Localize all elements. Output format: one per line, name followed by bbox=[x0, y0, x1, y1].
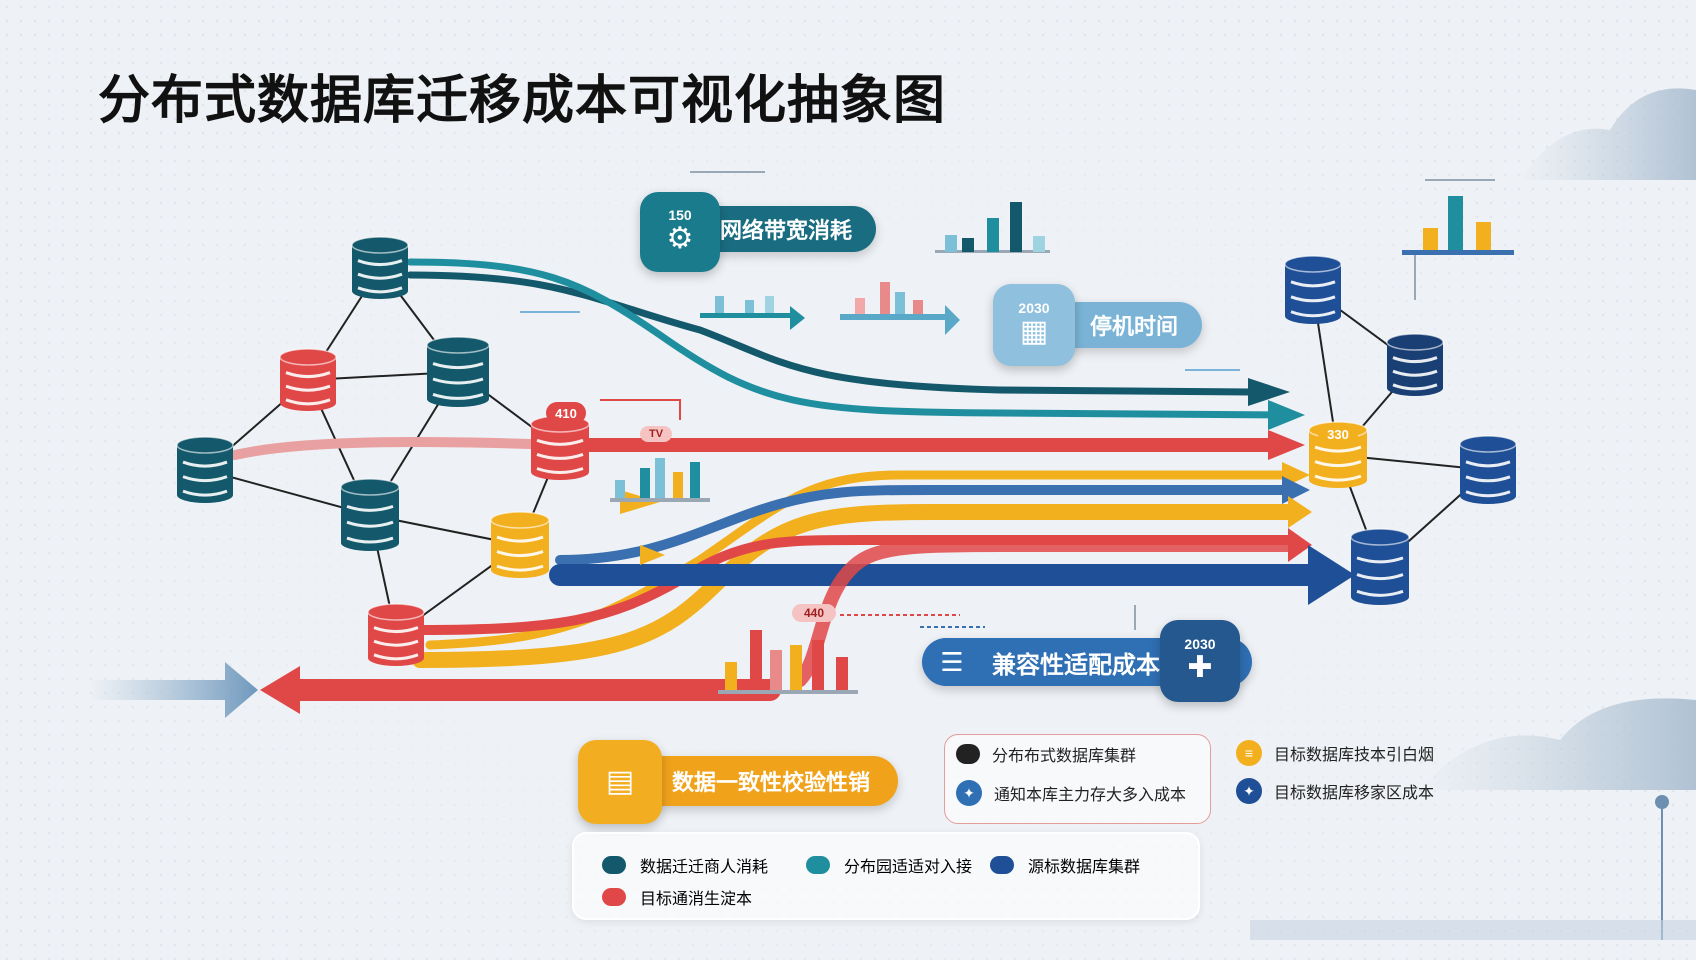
node-badge-gold-hub-text: 330 bbox=[1327, 426, 1349, 442]
db-source-5 bbox=[340, 478, 400, 551]
cost-label-compat-text: 兼容性适配成本 bbox=[992, 651, 1160, 679]
legend-bottom-item-3: 目标通消生淀本 bbox=[602, 885, 752, 909]
gear-icon: ✦ bbox=[1236, 778, 1262, 804]
legend-bottom-label-3: 目标通消生淀本 bbox=[640, 891, 753, 908]
db-source-4 bbox=[176, 436, 234, 503]
db-source-2 bbox=[279, 348, 337, 411]
network-badge: 150 bbox=[668, 207, 692, 223]
compat-left-icon: ☰ bbox=[928, 638, 976, 686]
flow-yellow-top bbox=[425, 470, 1290, 650]
left-decor-arrow bbox=[90, 662, 258, 718]
node-badge-bottom-chart: 440 bbox=[792, 604, 836, 622]
flow-red-top bbox=[230, 437, 1275, 460]
gear-icon: ✦ bbox=[956, 780, 982, 806]
db-target-2 bbox=[1386, 333, 1444, 396]
document-icon: ▤ bbox=[578, 740, 662, 824]
legend-bottom-item-1: 分布园适适对入接 bbox=[806, 853, 972, 877]
right-pin-dot bbox=[1655, 795, 1669, 809]
legend-bottom-swatch-2 bbox=[990, 856, 1014, 874]
cloud-bottom-right bbox=[1420, 698, 1696, 790]
page-title: 分布式数据库迁移成本可视化抽象图 bbox=[98, 72, 947, 130]
database-icon bbox=[956, 744, 980, 764]
legend-bottom-label-0: 数据迁迁商人消耗 bbox=[640, 859, 769, 876]
legend-right-label-2: 通知本库主力存大多入成本 bbox=[994, 787, 1187, 804]
network-icon: 150 ⚙ bbox=[640, 192, 720, 272]
mini-bar-chart-flow-a bbox=[700, 296, 805, 330]
db-target-1 bbox=[1284, 255, 1342, 324]
downtime-badge: 2030 bbox=[1018, 300, 1050, 316]
legend-right-item-1: ≡ 目标数据库技本引白烟 bbox=[1236, 740, 1434, 766]
legend-bottom-box bbox=[572, 832, 1200, 920]
calendar-icon: 2030 ▦ bbox=[993, 284, 1075, 366]
legend-right-label-3: 目标数据库移家区成本 bbox=[1274, 785, 1435, 802]
mini-bar-chart-mid bbox=[610, 458, 710, 502]
node-badge-red-hub-text: 410 bbox=[555, 405, 577, 421]
flow-dark-teal bbox=[406, 271, 1254, 396]
legend-bottom-item-0: 数据迁迁商人消耗 bbox=[602, 853, 768, 877]
legend-right-box bbox=[944, 734, 1211, 824]
db-source-7 bbox=[490, 511, 550, 578]
decor-lines bbox=[520, 171, 1495, 630]
flow-teal bbox=[406, 258, 1284, 419]
db-source-3 bbox=[426, 336, 490, 407]
legend-bottom-label-1: 分布园适适对入接 bbox=[844, 859, 973, 876]
db-source-6 bbox=[530, 415, 590, 480]
compat-badge: 2030 bbox=[1184, 636, 1216, 652]
cloud-top-right bbox=[1520, 88, 1696, 180]
mini-bar-chart-bottom bbox=[718, 630, 858, 694]
legend-right-label-0: 分布布式数据库集群 bbox=[992, 748, 1137, 765]
flow-paths bbox=[230, 258, 1341, 701]
node-badge-red-hub-small: TV bbox=[640, 426, 672, 442]
legend-right-item-2: ✦ 通知本库主力存大多入成本 bbox=[956, 780, 1186, 806]
legend-bottom-swatch-1 bbox=[806, 856, 830, 874]
db-target-4 bbox=[1459, 435, 1517, 504]
legend-right-item-3: ✦ 目标数据库移家区成本 bbox=[1236, 778, 1434, 804]
database-icon: ≡ bbox=[1236, 740, 1262, 766]
legend-right-label-1: 目标数据库技本引白烟 bbox=[1274, 747, 1435, 764]
db-target-5 bbox=[1350, 528, 1410, 605]
mini-bar-chart-top-center bbox=[935, 202, 1050, 253]
node-badge-red-hub-small-text: TV bbox=[648, 428, 664, 440]
cost-label-network-text: 网络带宽消耗 bbox=[720, 218, 853, 243]
cost-label-consistency-text: 数据一致性校验性销 bbox=[672, 770, 871, 795]
mini-bar-chart-top-right bbox=[1402, 196, 1514, 300]
bottom-right-haze bbox=[1250, 920, 1696, 940]
arrow-heads bbox=[260, 378, 1355, 714]
db-source-1 bbox=[351, 236, 409, 299]
cost-label-downtime-text: 停机时间 bbox=[1090, 314, 1179, 339]
legend-bottom-label-2: 源标数据库集群 bbox=[1028, 859, 1141, 876]
flow-navy-mid bbox=[555, 485, 1290, 565]
puzzle-icon: 2030 ✚ bbox=[1160, 620, 1240, 702]
db-source-8 bbox=[367, 603, 425, 666]
legend-bottom-swatch-3 bbox=[602, 888, 626, 906]
legend-right-item-0: 分布布式数据库集群 bbox=[956, 742, 1136, 766]
node-badge-bottom-chart-text: 440 bbox=[803, 606, 825, 620]
node-badge-red-hub: 410 bbox=[546, 402, 586, 424]
legend-bottom-item-2: 源标数据库集群 bbox=[990, 853, 1140, 877]
mini-bar-chart-flow-b bbox=[840, 282, 960, 335]
node-badge-gold-hub: 330 bbox=[1318, 424, 1358, 444]
legend-bottom-swatch-0 bbox=[602, 856, 626, 874]
